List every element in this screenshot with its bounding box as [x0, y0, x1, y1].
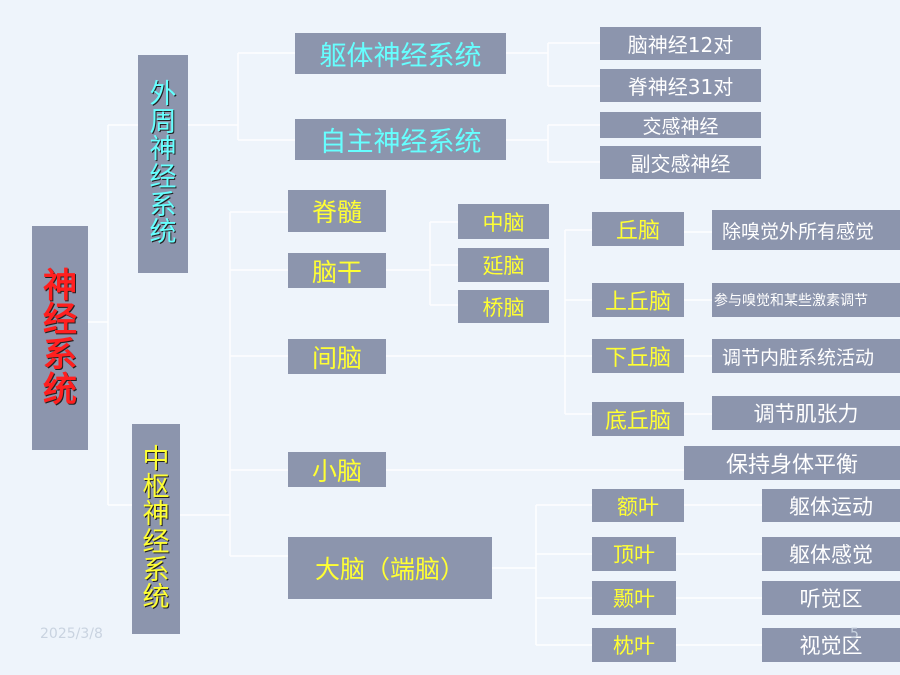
autonomic-label: 自主神经系统 [319, 127, 482, 158]
somatic-item: 脊神经31对 [600, 69, 761, 102]
diencephalon-part: 下丘脑 [592, 339, 684, 373]
vertical-char: 统 [149, 217, 177, 249]
vertical-char: 经 [149, 162, 177, 193]
vertical-char: 系 [43, 335, 77, 375]
root-node: 神经系统 [32, 226, 88, 450]
footer-page-number: 5 [850, 626, 859, 642]
vertical-char: 系 [142, 554, 170, 586]
vertical-char: 经 [142, 527, 170, 558]
diencephalon-function: 调节内脏系统活动 [712, 339, 900, 373]
spinal-cord-node: 脊髓 [288, 190, 386, 232]
diencephalon-part: 上丘脑 [592, 283, 684, 317]
diencephalon-function: 调节肌张力 [712, 396, 900, 430]
vertical-char: 神 [149, 134, 177, 166]
autonomic-node: 自主神经系统 [295, 119, 506, 160]
peripheral-node: 外周神经系统 [138, 55, 188, 273]
autonomic-item: 交感神经 [600, 112, 761, 138]
cerebrum-lobe: 枕叶 [592, 628, 676, 662]
brainstem-item: 桥脑 [458, 290, 549, 323]
vertical-char: 外 [149, 79, 177, 111]
footer-date: 2025/3/8 [40, 626, 103, 642]
peripheral-label: 外周神经系统 [150, 81, 177, 246]
vertical-char: 经 [43, 300, 77, 341]
vertical-char: 中 [142, 444, 170, 476]
diencephalon-node: 间脑 [288, 339, 386, 374]
diencephalon-part: 底丘脑 [592, 402, 684, 436]
cerebrum-lobe-function: 听觉区 [762, 581, 900, 615]
vertical-char: 周 [149, 106, 177, 138]
cerebrum-lobe-function: 躯体感觉 [762, 537, 900, 571]
diencephalon-function: 参与嗅觉和某些激素调节 [712, 283, 900, 317]
vertical-char: 系 [149, 189, 177, 221]
vertical-char: 神 [43, 265, 77, 306]
cerebrum-node: 大脑（端脑） [288, 537, 492, 599]
somatic-label: 躯体神经系统 [319, 41, 482, 72]
central-node: 中枢神经系统 [132, 424, 180, 634]
diencephalon-function: 除嗅觉外所有感觉 [712, 210, 900, 250]
somatic-item: 脑神经12对 [600, 27, 761, 60]
cerebrum-lobe: 颞叶 [592, 581, 676, 615]
vertical-char: 统 [142, 582, 170, 614]
brainstem-item: 延脑 [458, 248, 549, 282]
cerebellum-function: 保持身体平衡 [684, 446, 900, 480]
brainstem-item: 中脑 [458, 204, 549, 239]
cerebrum-lobe: 顶叶 [592, 537, 676, 571]
diencephalon-part: 丘脑 [592, 212, 684, 246]
somatic-node: 躯体神经系统 [295, 33, 506, 74]
brainstem-node: 脑干 [288, 253, 386, 288]
cerebrum-lobe-function: 躯体运动 [762, 489, 900, 522]
vertical-char: 神 [142, 499, 170, 531]
autonomic-item: 副交感神经 [600, 146, 761, 179]
central-label: 中枢神经系统 [143, 446, 170, 611]
root-label: 神经系统 [43, 265, 77, 410]
cerebrum-lobe-function: 视觉区 [762, 628, 900, 662]
cerebellum-node: 小脑 [288, 452, 386, 487]
vertical-char: 枢 [142, 471, 170, 503]
cerebrum-lobe: 额叶 [592, 489, 684, 522]
vertical-char: 统 [43, 369, 77, 410]
